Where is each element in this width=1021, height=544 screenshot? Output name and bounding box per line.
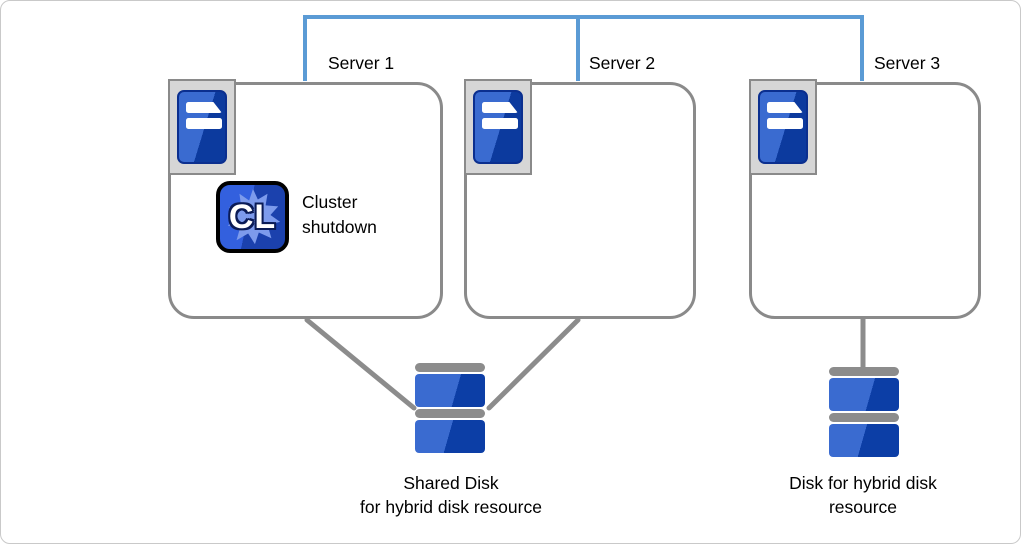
hybrid-disk-label-line1: Disk for hybrid disk xyxy=(789,473,937,493)
disk-cap xyxy=(829,367,899,376)
disk-platter xyxy=(829,378,899,411)
shared-disk-label-line2: for hybrid disk resource xyxy=(360,497,542,517)
cluster-starburst-icon xyxy=(227,188,281,245)
server-icon-drive-bay xyxy=(186,102,222,113)
server-icon-drive-bay xyxy=(767,102,803,113)
disk-platter xyxy=(415,374,485,407)
cl-badge-text: CL xyxy=(228,198,277,236)
server-icon-drive-bay xyxy=(186,118,222,129)
server2-shared-disk-line xyxy=(486,317,581,411)
server-2-icon xyxy=(464,79,532,175)
server-3-icon xyxy=(749,79,817,175)
disk-cap xyxy=(415,409,485,418)
cluster-shutdown-label: Cluster shutdown xyxy=(302,190,377,240)
hybrid-disk-label-line2: resource xyxy=(828,497,898,517)
server-icon-drive-bay xyxy=(767,118,803,129)
disk-cap xyxy=(829,413,899,422)
interconnect-line xyxy=(303,15,864,81)
server-icon-drive-bay xyxy=(482,102,518,113)
shared-disk-icon xyxy=(415,363,485,453)
server-2-box xyxy=(464,82,696,319)
disk-cap xyxy=(415,363,485,372)
hybrid-disk-icon xyxy=(829,367,899,457)
cluster-shutdown-line2: shutdown xyxy=(302,217,377,237)
shared-disk-label: Shared Disk for hybrid disk resource xyxy=(326,471,576,519)
server-icon-chassis xyxy=(177,90,227,164)
server-2-label: Server 2 xyxy=(589,53,656,73)
server1-shared-disk-line xyxy=(304,317,417,411)
cl-cluster-icon: CL xyxy=(216,181,289,253)
disk-platter xyxy=(829,424,899,457)
server-3-label: Server 3 xyxy=(874,53,941,73)
hybrid-disk-label: Disk for hybrid disk resource xyxy=(743,471,983,519)
disk-platter xyxy=(415,420,485,453)
server-icon-chassis xyxy=(473,90,523,164)
server-icon-chassis xyxy=(758,90,808,164)
cluster-shutdown-line1: Cluster xyxy=(302,192,358,212)
shared-disk-label-line1: Shared Disk xyxy=(403,473,499,493)
server-1-icon xyxy=(168,79,236,175)
server-1-label: Server 1 xyxy=(328,53,395,73)
server-icon-drive-bay xyxy=(482,118,518,129)
